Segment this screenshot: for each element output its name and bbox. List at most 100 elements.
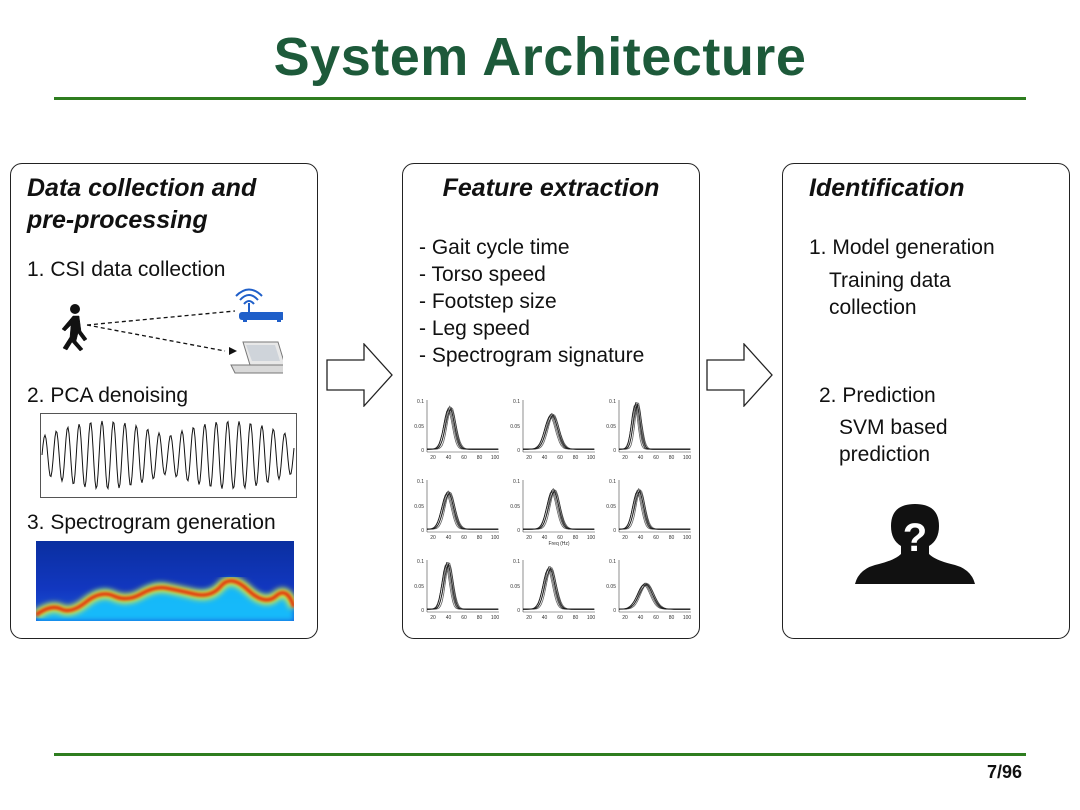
signature-curve [523,489,595,530]
plot-x-tick-label: 40 [638,455,644,461]
step-pca-denoising: 2. PCA denoising [27,384,189,407]
plot-x-tick-label: 80 [573,535,579,541]
step-model-generation: 1. Model generation [809,236,995,259]
signature-curve [523,413,595,450]
plot-x-tick-label: 20 [526,455,532,461]
plot-y-tick-label: 0.05 [414,504,424,510]
plot-x-tick-label: 40 [542,535,548,541]
plot-x-tick-label: 20 [430,535,436,541]
plot-y-tick-label: 0.05 [606,584,616,590]
signature-curve [619,403,691,450]
plot-x-tick-label: 100 [587,535,596,541]
signal-lines [86,310,236,352]
walking-person-icon [61,304,88,352]
identification-panel: Identification 1. Model generation Train… [782,163,1070,639]
signature-curve [426,492,499,530]
plot-y-tick-label: 0.1 [417,559,424,565]
plot-x-tick-label: 100 [491,455,500,461]
signature-curve [618,490,691,530]
signature-curve [619,583,691,610]
plot-x-tick-label: 100 [683,535,692,541]
plot-y-tick-label: 0.1 [513,399,520,405]
unknown-person-icon: ? [855,504,975,584]
plot-x-axis-label: Freq (Hz) [548,541,569,547]
plot-x-tick-label: 100 [587,455,596,461]
plot-y-tick-label: 0.05 [414,424,424,430]
signature-curve [427,562,499,610]
wifi-router-icon [235,288,283,322]
page-number: 7/96 [986,762,1022,782]
plot-x-tick-label: 40 [446,455,452,461]
plot-x-tick-label: 100 [683,455,692,461]
model-generation-detail-1: Training data [829,269,951,292]
signature-curve [427,405,499,450]
prediction-detail-1: SVM based [839,416,948,439]
signature-curve [523,487,595,530]
plot-x-tick-label: 100 [683,615,692,621]
signature-curve [427,562,499,610]
signature-curve [619,487,691,530]
plot-x-tick-label: 40 [638,535,644,541]
signature-curve [427,490,499,530]
plot-y-tick-label: 0.1 [417,479,424,485]
plot-x-tick-label: 80 [477,615,483,621]
footer-rule [54,753,1026,756]
plot-y-tick-label: 0.1 [609,559,616,565]
plot-x-tick-label: 20 [430,455,436,461]
plot-y-tick-label: 0.1 [513,479,520,485]
plot-x-tick-label: 60 [653,535,659,541]
prediction-detail-2: prediction [839,443,931,466]
plot-y-tick-label: 0.1 [513,559,520,565]
signature-curve [427,408,499,450]
plot-x-tick-label: 100 [491,535,500,541]
plot-y-tick-label: 0.05 [510,584,520,590]
plot-x-tick-label: 100 [587,615,596,621]
plot-y-tick-label: 0 [421,448,424,454]
plot-x-tick-label: 60 [557,615,563,621]
plot-x-tick-label: 60 [557,535,563,541]
plot-x-tick-label: 80 [573,615,579,621]
feature-item: - Gait cycle time [419,236,570,259]
feature-item: - Footstep size [419,290,557,313]
step-spectrogram-generation: 3. Spectrogram generation [27,511,276,534]
signature-curve [426,493,499,530]
signature-curve [427,409,499,450]
plot-y-tick-label: 0.1 [609,399,616,405]
flow-arrow-1 [326,343,393,407]
spectrogram-signature-plots: 0.1 0.05 0 20 40 60 80 100 0.1 0.05 0 20 40 60 80 100 0.… [414,399,692,621]
plot-y-tick-label: 0 [613,608,616,614]
feature-item: - Torso speed [419,263,546,286]
plot-x-tick-label: 20 [622,535,628,541]
step-prediction: 2. Prediction [819,384,936,407]
laptop-icon [230,341,283,374]
plot-x-tick-label: 40 [638,615,644,621]
plot-x-tick-label: 80 [669,615,675,621]
plot-x-tick-label: 80 [477,455,483,461]
plot-x-tick-label: 20 [526,615,532,621]
plot-x-tick-label: 40 [542,615,548,621]
feature-item: - Leg speed [419,317,530,340]
plot-y-tick-label: 0.1 [609,479,616,485]
plot-x-tick-label: 60 [461,455,467,461]
plot-x-tick-label: 60 [557,455,563,461]
denoised-signal-line [41,420,295,491]
signature-curve [523,567,595,610]
plot-y-tick-label: 0 [421,608,424,614]
signature-curve [427,491,499,530]
signature-curve [427,406,499,450]
plot-x-tick-label: 80 [669,455,675,461]
plot-x-tick-label: 20 [622,455,628,461]
identification-heading: Identification [809,174,965,202]
feature-list: - Gait cycle time - Torso speed - Footst… [419,234,644,369]
data-collection-heading-line2: pre-processing [27,206,208,234]
spectrogram-image [36,541,294,621]
signature-curve [619,584,691,610]
signal-arrowhead [229,347,237,355]
plot-x-tick-label: 80 [477,535,483,541]
plot-x-tick-label: 100 [491,615,500,621]
flow-arrow-2 [706,343,773,407]
signature-curve [426,494,499,530]
plot-x-tick-label: 20 [526,535,532,541]
signature-curve [427,409,499,450]
signature-curve [619,584,691,610]
